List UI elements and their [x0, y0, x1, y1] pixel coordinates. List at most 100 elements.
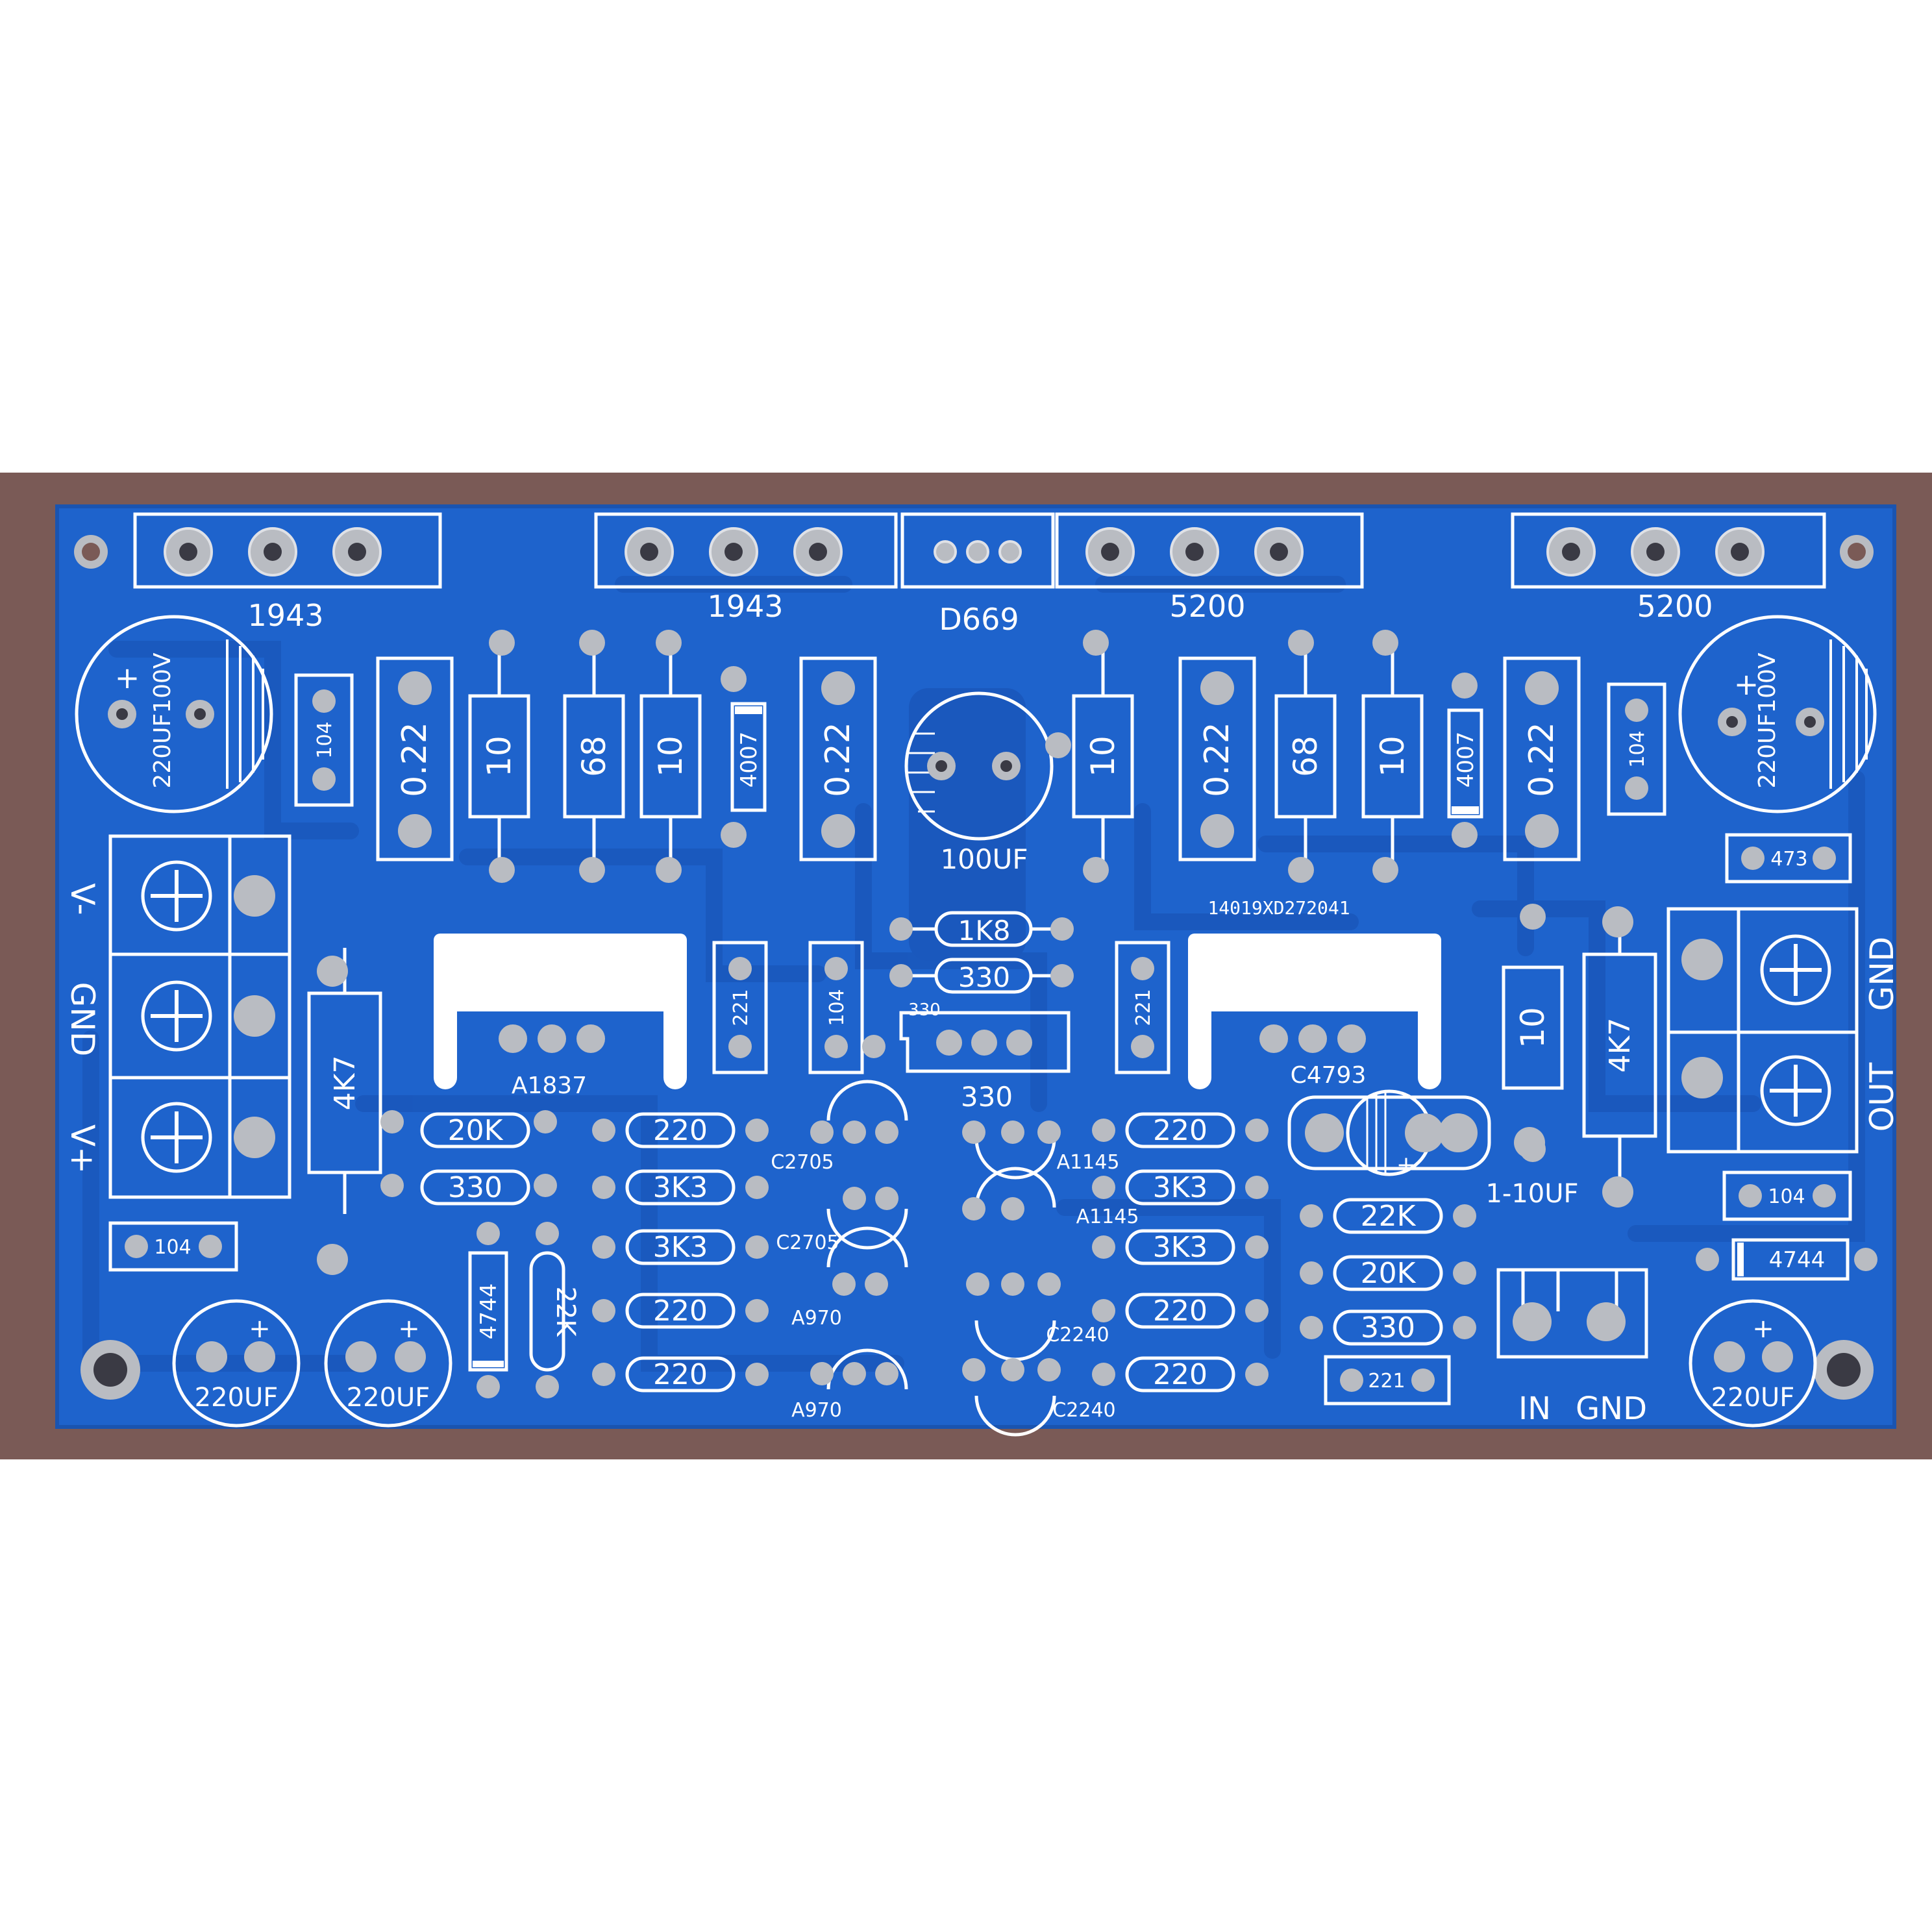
q-5200-right-label: 5200	[1637, 589, 1713, 624]
diodes-4007	[730, 702, 1483, 819]
in-gnd-label: GND	[1576, 1391, 1647, 1427]
r-330-top-label: 330	[958, 961, 1010, 993]
emitter-resistor-pads	[398, 671, 1559, 848]
cap-1-10uf-label: 1-10UF	[1485, 1179, 1578, 1209]
filter-cap-right: + 220UF100V	[1678, 615, 1877, 813]
center-resistors	[899, 911, 1071, 1073]
power-gnd-label: GND	[64, 982, 101, 1057]
r-10-a-label: 10	[480, 736, 518, 777]
cap-100uf-label: 100UF	[940, 843, 1028, 875]
q-1943-mid-label: 1943	[707, 589, 783, 624]
emitter-resistors	[376, 656, 1581, 861]
center-resistor-pads	[889, 917, 1074, 1056]
cap-plus-sign: +	[115, 660, 140, 695]
out-gnd-label: GND	[1863, 937, 1901, 1011]
out-label: OUT	[1863, 1062, 1901, 1132]
cap-100uf: 100UF	[904, 691, 1071, 875]
q-d669-label: D669	[939, 602, 1019, 637]
r-4k7-right-label: 4K7	[1604, 1018, 1637, 1073]
r-4k7-pads	[317, 906, 1633, 1275]
r-220-1-label: 220	[653, 1114, 708, 1147]
r-220-3-label: 220	[653, 1358, 708, 1391]
r-10-e-label: 10	[1514, 1007, 1552, 1048]
q-a970-b-label: A970	[791, 1399, 842, 1422]
heatsink-right	[1188, 934, 1441, 1089]
d-4007-left-label: 4007	[736, 732, 762, 788]
r-22k-right-label: 22K	[1361, 1200, 1417, 1233]
driver-transistor-pads	[499, 1024, 1366, 1053]
q-1943-left-label: 1943	[247, 598, 323, 633]
c-104-top-left-label: 104	[314, 721, 336, 758]
q-c2240-b-label: C2240	[1052, 1399, 1115, 1422]
small-cap-pads	[125, 689, 1836, 1392]
in-label: IN	[1518, 1391, 1551, 1427]
q-c4793-label: C4793	[1291, 1062, 1367, 1089]
small-cap-outlines	[108, 673, 1852, 1406]
q-c2240-a-label: C2240	[1046, 1324, 1109, 1346]
cap-220-100v-left-label: 220UF100V	[149, 652, 176, 788]
diode-band	[735, 706, 762, 714]
r-22k-vertical-label: 22K	[551, 1286, 580, 1337]
r-220-6-label: 220	[1153, 1358, 1208, 1391]
r-4k7-left-label: 4K7	[328, 1056, 362, 1111]
d-4007-right-label: 4007	[1453, 732, 1479, 788]
r-022-a-label: 0.22	[395, 722, 434, 797]
r-3k3-4-label: 3K3	[1153, 1231, 1208, 1264]
q-a1145-a-label: A1145	[1057, 1151, 1120, 1174]
serial-label: 14019XD272041	[1208, 897, 1350, 919]
q-a1145-b-label: A1145	[1076, 1206, 1139, 1228]
pad-holes	[179, 543, 1749, 561]
c-221-left-label: 221	[730, 989, 752, 1026]
r-20k-right-label: 20K	[1361, 1257, 1417, 1290]
r-10-c-label: 10	[1084, 736, 1122, 777]
r-220-5-label: 220	[1153, 1294, 1208, 1328]
zener-band	[473, 1361, 504, 1367]
r-022-b-label: 0.22	[819, 722, 858, 797]
heatsink-left	[434, 934, 687, 1089]
vertical-resistor-pads	[489, 630, 1546, 1162]
r-10-d-label: 10	[1374, 736, 1411, 777]
r-20k-left-label: 20K	[448, 1114, 504, 1147]
c-473-label: 473	[1770, 848, 1807, 871]
c-104-bottom-right-label: 104	[1768, 1185, 1805, 1208]
c-104-top-right-label: 104	[1626, 730, 1649, 767]
c-221-right-label: 221	[1132, 989, 1155, 1026]
q-5200-mid-label: 5200	[1169, 589, 1245, 624]
c-104-mid-label: 104	[826, 989, 848, 1026]
c-221-bottom-label: 221	[1368, 1370, 1405, 1393]
r-3k3-2-label: 3K3	[653, 1231, 708, 1264]
horizontal-resistors	[420, 1112, 1850, 1393]
diode-band	[1452, 806, 1479, 814]
vr-330-label: 330	[961, 1081, 1013, 1113]
r-220-4-label: 220	[1153, 1114, 1208, 1147]
mounting-holes	[74, 535, 1874, 1400]
c-104-bottom-left-label: 104	[154, 1236, 191, 1259]
power-transistor-outlines	[133, 512, 1826, 589]
power-vminus-label: V-	[64, 883, 101, 915]
r-3k3-1-label: 3K3	[653, 1171, 708, 1204]
r-330-small-label: 330	[908, 1000, 941, 1020]
cap-220uf-2-label: 220UF	[347, 1383, 430, 1413]
q-a970-a-label: A970	[791, 1307, 842, 1330]
cap-plus-sign: +	[1396, 1152, 1416, 1178]
filter-cap-left: + 220UF100V	[75, 615, 273, 813]
r-330-left-label: 330	[448, 1171, 502, 1204]
z-4744-left-label: 4744	[476, 1283, 502, 1340]
q-c2705-a-label: C2705	[771, 1151, 834, 1174]
r-68-a-label: 68	[575, 736, 613, 777]
small-transistor-pads	[810, 1121, 1061, 1385]
r-022-c-label: 0.22	[1198, 722, 1237, 797]
output-terminal-block	[1666, 907, 1859, 1154]
power-vplus-label: V+	[64, 1124, 101, 1174]
zener-band	[1737, 1243, 1744, 1276]
input-connector	[1496, 1268, 1648, 1359]
horizontal-resistor-pads	[380, 1110, 1877, 1398]
r-10-b-label: 10	[652, 736, 689, 777]
cap-plus-sign: +	[1752, 1314, 1774, 1344]
q-a1837-label: A1837	[512, 1072, 587, 1099]
r-3k3-3-label: 3K3	[1153, 1171, 1208, 1204]
r-022-d-label: 0.22	[1522, 722, 1561, 797]
vertical-resistors	[468, 649, 1564, 1090]
